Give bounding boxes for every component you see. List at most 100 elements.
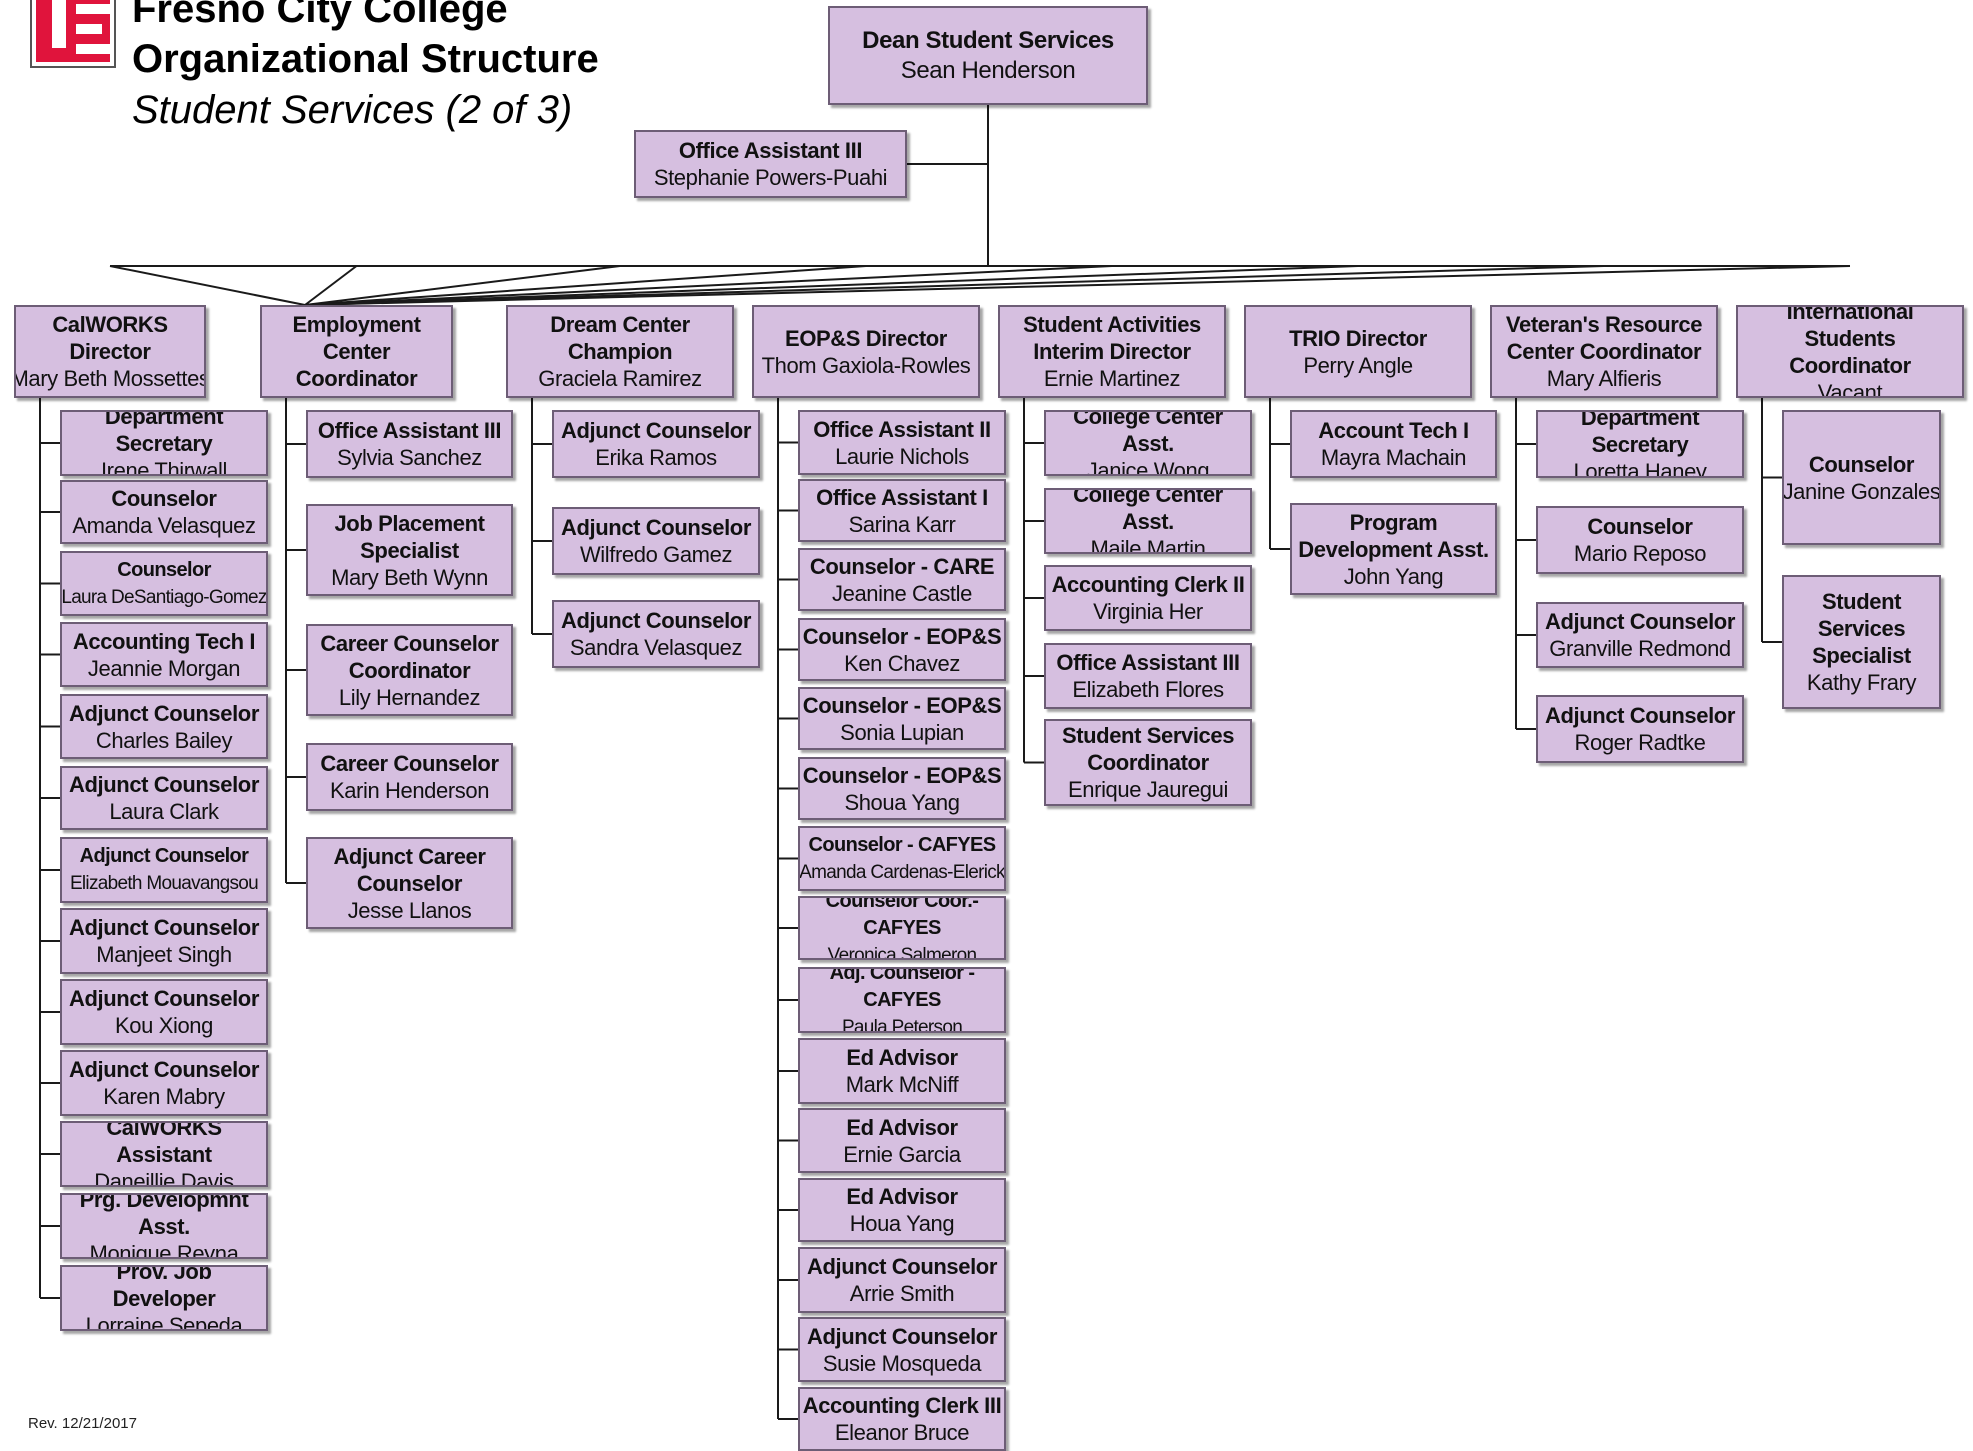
staff-box-title: Counselor: [111, 486, 217, 511]
staff-box-name: Sandra Velasquez: [569, 635, 743, 660]
staff-box-name: John Yang: [1343, 563, 1444, 589]
revision-date: Rev. 12/21/2017: [28, 1415, 137, 1432]
staff-box-title: Office Assistant III: [1056, 650, 1240, 675]
department-head-box-name: Graciela Ramirez: [538, 366, 702, 391]
staff-box-title: Adjunct Counselor: [561, 608, 751, 633]
staff-box-name: Wilfredo Gamez: [579, 542, 733, 567]
staff-box-name: Jeanine Castle: [832, 580, 972, 606]
staff-box-title: Student Services Specialist: [1812, 589, 1911, 668]
connector-line: [304, 265, 1851, 306]
department-head-box-name: Cindy Dunn: [301, 392, 412, 396]
staff-box-title: Adjunct Counselor: [807, 1323, 997, 1349]
staff-box-name: Mary Beth Wynn: [331, 564, 488, 590]
staff-box-title: Counselor - CARE: [809, 553, 995, 579]
staff-box-title: Accounting Tech I: [72, 628, 256, 654]
staff-box-title: Accounting Clerk II: [1051, 572, 1245, 597]
staff-box-title: CalWORKS Assistant: [106, 1121, 222, 1167]
title-block: Fresno City College Organizational Struc…: [132, 0, 599, 136]
staff-box-name: Irene Thirwall: [100, 457, 228, 476]
department-head-box-name: Ernie Martinez: [1043, 366, 1181, 391]
staff-box-name: Mario Reposo: [1573, 541, 1707, 566]
staff-box-name: Laura Clark: [109, 799, 219, 824]
staff-box-name: Sarina Karr: [848, 511, 956, 537]
staff-box-title: Prg. Developmnt Asst.: [79, 1193, 249, 1239]
staff-box-name: Laurie Nichols: [835, 443, 969, 469]
staff-box-name: Maile Martin: [1090, 535, 1206, 554]
staff-box-title: Counselor: [1808, 451, 1915, 477]
connector-line: [304, 265, 621, 306]
staff-box-name: Sylvia Sanchez: [337, 445, 482, 470]
staff-box-name: Elizabeth Mouavangsou: [69, 873, 259, 894]
staff-box-name: Daneillie Davis: [94, 1168, 234, 1187]
department-head-box-title: Dream Center Champion: [550, 312, 690, 364]
staff-box-title: Program Development Asst.: [1298, 509, 1489, 562]
staff-box-title: Career Counselor Coordinator: [320, 630, 499, 683]
staff-box-title: Counselor: [117, 558, 211, 581]
staff-box-name: Lorraine Sepeda: [85, 1312, 243, 1331]
staff-box-title: Adjunct Counselor: [561, 515, 751, 540]
staff-box-name: Karen Mabry: [103, 1084, 225, 1109]
department-head-box-title: EOP&S Director: [785, 325, 947, 351]
office-assistant-box: Office Assistant III Stephanie Powers-Pu…: [634, 130, 907, 198]
dean-name: Sean Henderson: [900, 56, 1076, 84]
staff-box-name: Kathy Frary: [1806, 670, 1917, 695]
connector-line: [109, 265, 306, 306]
staff-box-name: Sonia Lupian: [840, 719, 964, 745]
department-head-box-name: Mary Beth Mossettes: [14, 366, 206, 391]
staff-box-name: Jeannie Morgan: [87, 655, 241, 681]
staff-box-title: Job Placement Specialist: [334, 510, 485, 563]
department-head-box-title: Student Activities Interim Director: [1023, 312, 1201, 364]
staff-box-title: Accounting Clerk III: [802, 1393, 1002, 1418]
staff-box-name: Houa Yang: [849, 1211, 955, 1236]
staff-box-title: Department Secretary: [1580, 410, 1700, 457]
chart-subtitle: Student Services (2 of 3): [132, 88, 573, 132]
staff-box-name: Elizabeth Flores: [1072, 677, 1224, 702]
staff-box-title: Department Secretary: [104, 410, 224, 456]
staff-box-name: Monique Reyna: [89, 1240, 239, 1259]
department-head-box-title: Career & Employment Center Coordinator: [292, 307, 421, 391]
staff-box-name: Loretta Haney: [1573, 458, 1707, 478]
staff-box-title: Adjunct Counselor: [1545, 609, 1735, 634]
staff-box: College Center Asst.Maile Martin: [1044, 488, 1252, 554]
staff-box-title: Ed Advisor: [846, 1114, 958, 1140]
staff-box-title: College Center Asst.: [1073, 410, 1223, 456]
staff-box-name: Roger Radtke: [1574, 730, 1706, 755]
staff-box-name: Amanda Velasquez: [72, 513, 256, 538]
staff-box-name: Granville Redmond: [1549, 636, 1731, 661]
staff-box-title: Office Assistant III: [317, 418, 502, 443]
staff-box-name: Janine Gonzales: [1782, 478, 1941, 504]
connector-line: [304, 265, 358, 306]
staff-box-name: Virginia Her: [1093, 599, 1203, 624]
staff-box-name: Enrique Jauregui: [1068, 777, 1228, 802]
staff-box: Prg. Developmnt Asst.Monique Reyna: [60, 1193, 268, 1259]
staff-box: Program Development Asst.John Yang: [1290, 503, 1497, 595]
